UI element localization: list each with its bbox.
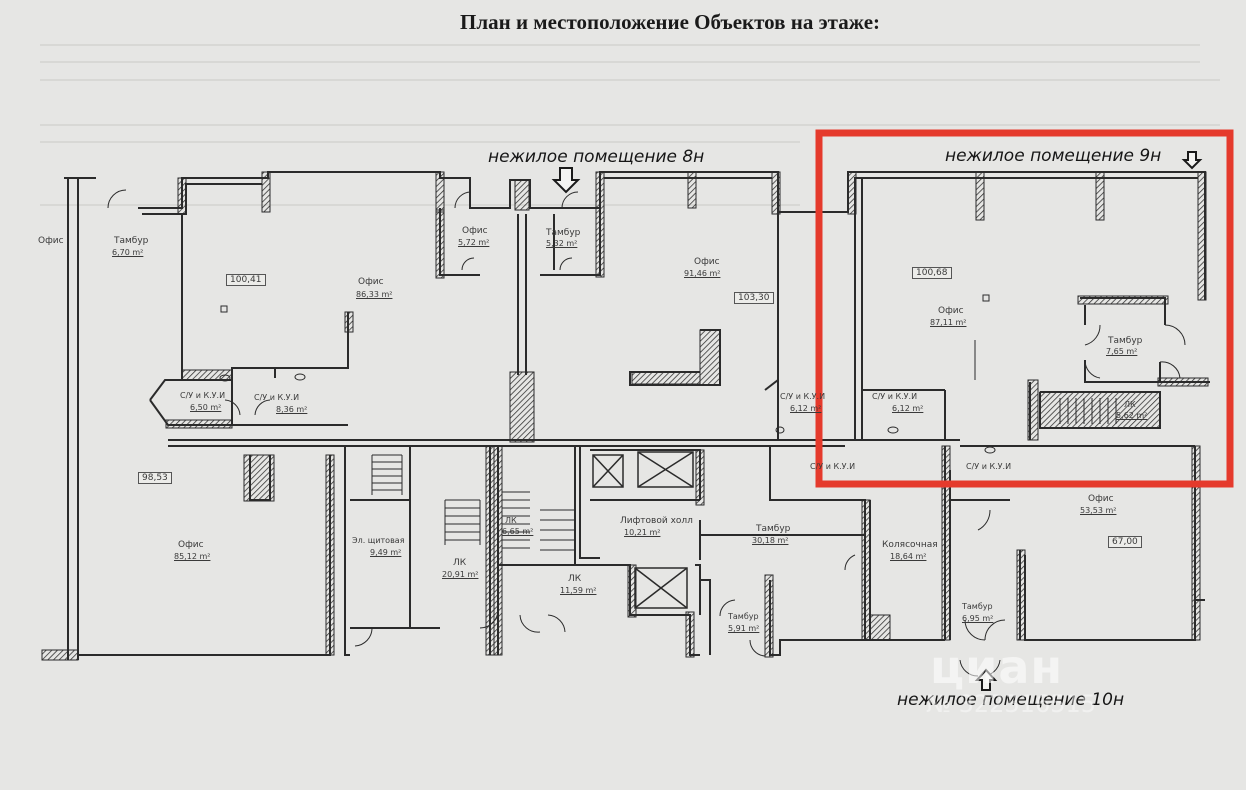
elevator-shafts (592, 451, 694, 609)
room-code: 98,53 (138, 472, 172, 484)
room-name: ЛК (1124, 400, 1136, 409)
watermark-id: № 322316515 (926, 690, 1097, 718)
callout-unit-8n: нежилое помещение 8н (488, 147, 705, 167)
room-name: С/У и К.У.И (254, 393, 300, 402)
room-area: 18,64 m² (890, 552, 927, 561)
room-name: Офис (178, 540, 204, 550)
room-area: 10,21 m² (624, 528, 661, 537)
room-area: 6,65 m² (502, 527, 534, 536)
hatched-walls (41, 171, 1209, 661)
room-code: 100,41 (226, 274, 266, 286)
room-area: 86,33 m² (356, 290, 393, 299)
room-name: С/У и К.У.И (966, 462, 1012, 471)
room-code: 67,00 (1108, 536, 1142, 548)
room-code: 100,68 (912, 267, 952, 279)
room-name: Офис (694, 257, 720, 267)
room-area: 6,12 m² (892, 404, 924, 413)
room-name: Тамбур (1108, 336, 1143, 346)
door-swings (107, 189, 1186, 677)
room-name: ЛК (453, 558, 467, 568)
callout-unit-9n: нежилое помещение 9н (945, 146, 1162, 166)
room-name: Офис (1088, 494, 1114, 504)
highlight-frame-9n (815, 129, 1234, 488)
room-name: Офис (462, 226, 488, 236)
room-area: 5,72 m² (458, 238, 490, 247)
room-name: Тамбур (962, 602, 993, 611)
room-name: Офис (38, 236, 64, 246)
sanitary-fixtures (219, 294, 996, 454)
room-name: ЛК (505, 516, 517, 525)
room-name: С/У и К.У.И (810, 462, 856, 471)
room-area: 91,46 m² (684, 269, 721, 278)
room-area: 11,59 m² (560, 586, 597, 595)
room-name: Колясочная (882, 540, 938, 550)
room-name: Тамбур (756, 524, 791, 534)
callout-unit-10n: нежилое помещение 10н (897, 690, 1125, 710)
watermark-brand: циан (930, 640, 1064, 694)
room-area: 6,50 m² (190, 403, 222, 412)
room-name: С/У и К.У.И (780, 392, 826, 401)
bleed-through-text (40, 44, 1220, 206)
room-name: Эл. щитовая (352, 536, 405, 545)
room-area: 6,12 m² (790, 404, 822, 413)
room-area: 6,70 m² (112, 248, 144, 257)
room-name: Офис (358, 277, 384, 287)
room-area: 5,32 m² (546, 239, 578, 248)
room-area: 20,91 m² (442, 570, 479, 579)
room-area: 5,62 m² (1116, 411, 1148, 420)
room-area: 85,12 m² (174, 552, 211, 561)
room-area: 7,65 m² (1106, 347, 1138, 356)
room-area: 87,11 m² (930, 318, 967, 327)
room-area: 8,36 m² (276, 405, 308, 414)
room-name: С/У и К.У.И (180, 391, 226, 400)
room-area: 6,95 m² (962, 614, 994, 623)
room-code: 103,30 (734, 292, 774, 304)
room-name: Тамбур (114, 236, 149, 246)
room-area: 5,91 m² (728, 624, 760, 633)
room-name: Офис (938, 306, 964, 316)
room-name: Лифтовой холл (620, 516, 693, 526)
room-area: 53,53 m² (1080, 506, 1117, 515)
stairs (371, 398, 1117, 551)
room-name: Тамбур (728, 612, 759, 621)
room-area: 30,18 m² (752, 536, 789, 545)
page-title: План и местоположение Объектов на этаже: (459, 10, 881, 34)
room-name: ЛК (568, 574, 582, 584)
entrance-arrows (551, 151, 1203, 691)
room-name: С/У и К.У.И (872, 392, 918, 401)
room-name: Тамбур (546, 228, 581, 238)
room-area: 9,49 m² (370, 548, 402, 557)
